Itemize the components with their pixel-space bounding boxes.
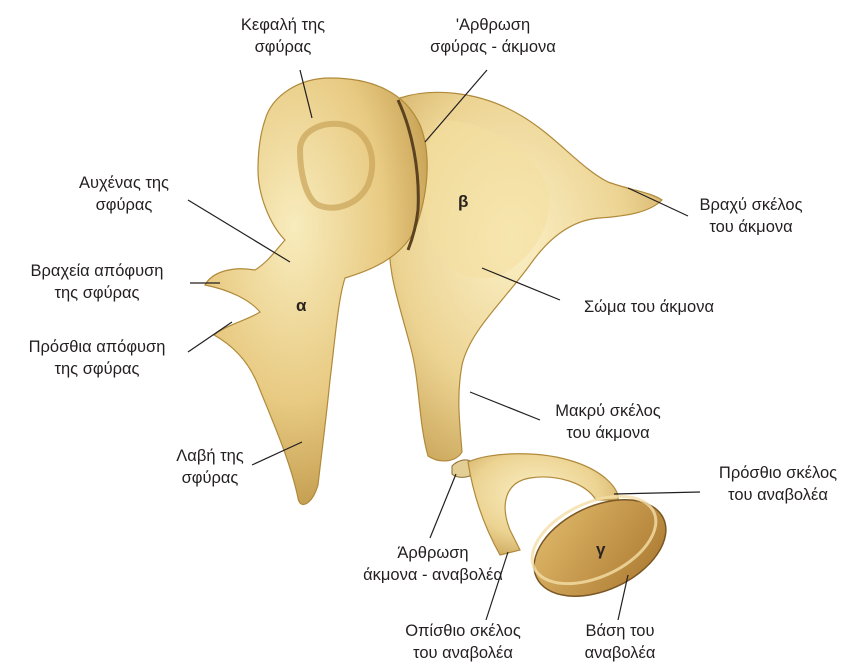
leader-incus-long-limb — [470, 392, 540, 420]
label-stapes-base-line-2: αναβολέα — [560, 642, 680, 664]
label-incus-short-limb: Βραχύ σκέλος του άκμονα — [686, 194, 816, 238]
label-stapes-posterior-crus-line-2: του αναβολέα — [388, 642, 538, 664]
marker-malleus: α — [296, 296, 306, 316]
label-incus-long-limb: Μακρύ σκέλος του άκμονα — [538, 400, 678, 444]
malleus-bone — [205, 78, 427, 504]
label-malleus-lateral-process: Βραχεία απόφυση της σφύρας — [2, 260, 192, 304]
label-incudomalleolar-joint-line-2: σφύρας - άκμονα — [412, 36, 574, 58]
label-malleus-handle-line-1: Λαβή της — [160, 445, 260, 467]
marker-incus: β — [458, 192, 468, 212]
label-incus-long-limb-line-1: Μακρύ σκέλος — [538, 400, 678, 422]
label-incudostapedial-joint-line-1: Άρθρωση — [348, 542, 518, 564]
label-stapes-base-line-1: Βάση του — [560, 620, 680, 642]
label-malleus-neck: Αυχένας της σφύρας — [60, 172, 188, 216]
label-stapes-anterior-crus-line-1: Πρόσθιο σκέλος — [698, 462, 857, 484]
label-incudomalleolar-joint-line-1: 'Αρθρωση — [412, 14, 574, 36]
label-stapes-anterior-crus-line-2: του αναβολέα — [698, 484, 857, 506]
label-malleus-anterior-process: Πρόσθια απόφυση της σφύρας — [2, 336, 192, 380]
label-malleus-anterior-process-line-2: της σφύρας — [2, 358, 192, 380]
label-incus-short-limb-line-1: Βραχύ σκέλος — [686, 194, 816, 216]
label-malleus-lateral-process-line-1: Βραχεία απόφυση — [2, 260, 192, 282]
label-malleus-head-line-1: Κεφαλή της — [222, 14, 344, 36]
label-incus-body-line-1: Σώμα του άκμονα — [556, 296, 742, 318]
label-malleus-neck-line-2: σφύρας — [60, 194, 188, 216]
label-malleus-handle: Λαβή της σφύρας — [160, 445, 260, 489]
leader-stapes-anterior-crus — [614, 492, 700, 494]
label-malleus-head: Κεφαλή της σφύρας — [222, 14, 344, 58]
label-stapes-anterior-crus: Πρόσθιο σκέλος του αναβολέα — [698, 462, 857, 506]
label-malleus-handle-line-2: σφύρας — [160, 467, 260, 489]
label-malleus-lateral-process-line-2: της σφύρας — [2, 282, 192, 304]
label-stapes-posterior-crus: Οπίσθιο σκέλος του αναβολέα — [388, 620, 538, 664]
label-malleus-head-line-2: σφύρας — [222, 36, 344, 58]
label-incus-short-limb-line-2: του άκμονα — [686, 216, 816, 238]
leader-incudostapedial-joint — [430, 474, 456, 538]
marker-stapes: γ — [596, 540, 605, 560]
label-malleus-neck-line-1: Αυχένας της — [60, 172, 188, 194]
label-stapes-posterior-crus-line-1: Οπίσθιο σκέλος — [388, 620, 538, 642]
label-incus-long-limb-line-2: του άκμονα — [538, 422, 678, 444]
label-incudomalleolar-joint: 'Αρθρωση σφύρας - άκμονα — [412, 14, 574, 58]
label-incudostapedial-joint-line-2: άκμονα - αναβολέα — [348, 564, 518, 586]
label-incudostapedial-joint: Άρθρωση άκμονα - αναβολέα — [348, 542, 518, 586]
label-stapes-base: Βάση του αναβολέα — [560, 620, 680, 664]
label-incus-body: Σώμα του άκμονα — [556, 296, 742, 318]
label-malleus-anterior-process-line-1: Πρόσθια απόφυση — [2, 336, 192, 358]
